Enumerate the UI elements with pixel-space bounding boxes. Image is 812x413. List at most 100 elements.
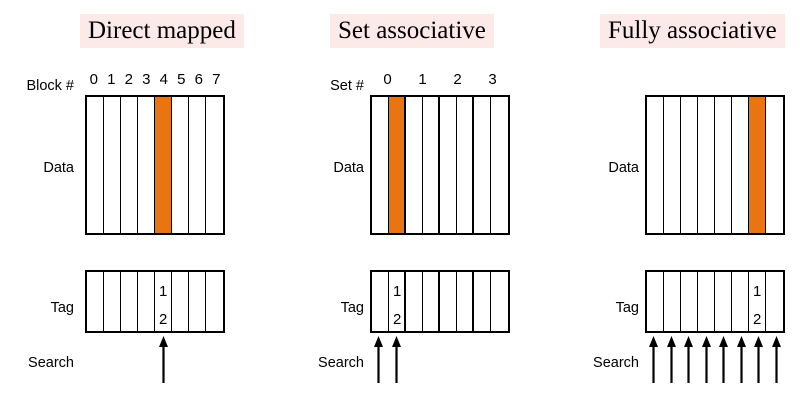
data-cell (732, 97, 749, 233)
search-arrow-icon (158, 336, 169, 383)
data-cell (491, 97, 508, 233)
index-tick: 3 (142, 71, 151, 88)
index-tick: 6 (194, 71, 203, 88)
index-tick-row-fully (645, 71, 785, 89)
tag-cell (457, 272, 474, 331)
index-tick: 7 (212, 71, 221, 88)
tag-entry-line: 1 (393, 283, 402, 300)
search-arrows-set (370, 336, 510, 383)
data-cell-highlighted (749, 97, 766, 233)
tag-cell (732, 272, 749, 331)
tag-cell (406, 272, 423, 331)
data-cell (440, 97, 457, 233)
tag-cell (440, 272, 457, 331)
data-cell (664, 97, 681, 233)
search-arrow-icon (373, 336, 384, 383)
panel-title-direct-mapped: Direct mapped (80, 14, 244, 48)
index-tick: 0 (89, 71, 98, 88)
tag-cell (474, 272, 491, 331)
data-cell (172, 97, 189, 233)
tag-entry-line: 1 (753, 283, 762, 300)
tag-cell (681, 272, 698, 331)
row-label-tag-direct: Tag (50, 300, 74, 316)
tag-cell (87, 272, 104, 331)
search-arrow-icon (648, 336, 659, 383)
index-axis-label-block: Block # (26, 78, 74, 94)
tag-cell (698, 272, 715, 331)
panel-title-fully-associative: Fully associative (600, 14, 785, 48)
tag-cell (647, 272, 664, 331)
data-cell (474, 97, 491, 233)
data-cell (647, 97, 664, 233)
search-arrow-icon (736, 336, 747, 383)
data-array-set (370, 95, 510, 235)
search-arrow-icon (718, 336, 729, 383)
data-array-direct (85, 95, 225, 235)
panel-title-set-associative: Set associative (330, 14, 494, 48)
tag-entry-line: 1 (159, 283, 168, 300)
data-cell (206, 97, 223, 233)
row-label-tag-set: Tag (340, 300, 364, 316)
tag-cell (491, 272, 508, 331)
search-arrow-icon (666, 336, 677, 383)
data-cell (121, 97, 138, 233)
tag-cell (104, 272, 121, 331)
row-label-data-direct: Data (43, 160, 74, 176)
data-cell (138, 97, 155, 233)
tag-cell (206, 272, 223, 331)
index-tick: 1 (107, 71, 116, 88)
search-arrows-direct (85, 336, 225, 383)
row-label-tag-fully: Tag (615, 300, 639, 316)
tag-entry-line: 2 (393, 311, 402, 328)
data-cell (372, 97, 389, 233)
row-label-search-set: Search (318, 355, 364, 371)
data-array-fully (645, 95, 785, 235)
data-cell (406, 97, 423, 233)
index-tick: 2 (453, 71, 462, 88)
tag-cell (423, 272, 440, 331)
data-cell (766, 97, 783, 233)
data-cell (87, 97, 104, 233)
data-cell (104, 97, 121, 233)
row-label-data-set: Data (333, 160, 364, 176)
search-arrow-icon (753, 336, 764, 383)
index-tick: 2 (124, 71, 133, 88)
index-tick-row-set: 0 1 2 3 (370, 71, 510, 89)
search-arrow-icon (391, 336, 402, 383)
data-cell (423, 97, 440, 233)
tag-cell (121, 272, 138, 331)
search-arrow-icon (701, 336, 712, 383)
search-arrow-icon (771, 336, 782, 383)
index-axis-label-set: Set # (330, 78, 364, 94)
search-arrows-fully (645, 336, 785, 383)
row-label-data-fully: Data (608, 160, 639, 176)
data-cell (681, 97, 698, 233)
data-cell (715, 97, 732, 233)
row-label-search-fully: Search (593, 355, 639, 371)
tag-cell (766, 272, 783, 331)
data-cell (189, 97, 206, 233)
data-cell (698, 97, 715, 233)
tag-cell (172, 272, 189, 331)
row-label-search-direct: Search (28, 355, 74, 371)
index-tick: 1 (418, 71, 427, 88)
index-tick: 3 (488, 71, 497, 88)
index-tick: 0 (383, 71, 392, 88)
tag-cell (715, 272, 732, 331)
data-cell-highlighted (155, 97, 172, 233)
tag-cell (372, 272, 389, 331)
data-cell-highlighted (389, 97, 406, 233)
tag-entry-line: 2 (753, 311, 762, 328)
